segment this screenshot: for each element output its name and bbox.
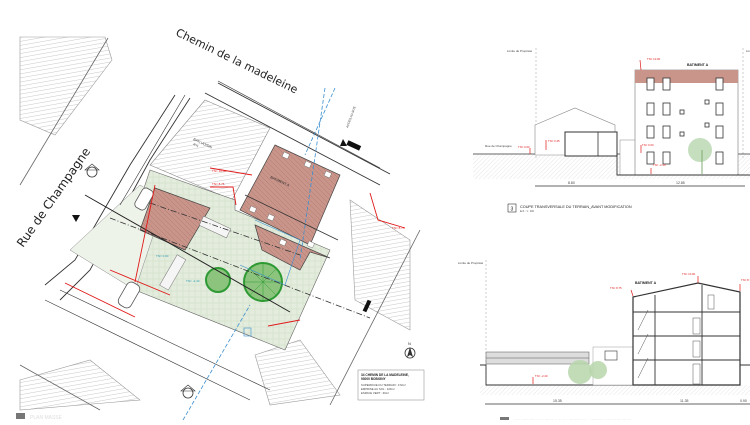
svg-text:3: 3: [511, 207, 514, 213]
section-before: Limite de Propriété Limite de Propriété …: [450, 0, 750, 230]
level-label: TN= 8.75: [610, 286, 622, 290]
direction-arrow-icon: [72, 215, 80, 222]
level-label: TN= 8.75: [212, 182, 225, 186]
dimension-label: 15.35: [553, 399, 562, 403]
arrow-icon: [340, 139, 347, 146]
street-label: Rue de Champagne: [485, 144, 512, 148]
level-label: TN= -2.40: [653, 163, 666, 167]
neighbor-sub: R+1: [193, 142, 200, 148]
section-marker-icon: [84, 163, 100, 178]
site-plan-drawing: TN= 10.00 TN= 8.75 TN= 8.75 TN= 0.00 TN=…: [14, 26, 425, 421]
level-label: TN= 0.00: [642, 143, 654, 147]
svg-text:34 CHEMIN DE LA MADELEINE,: 34 CHEMIN DE LA MADELEINE,: [361, 373, 409, 377]
building-a-section: [632, 282, 741, 386]
svg-text:N: N: [408, 341, 411, 346]
dimension-label: 12.85: [676, 181, 685, 185]
level-label: TN= 0.00: [518, 145, 530, 149]
entrance-label: ACCES AU SITE: [345, 106, 357, 129]
building-a-roof-annex: [254, 224, 331, 271]
dimension-label: 0.90: [740, 399, 747, 403]
building-label: BATIMENT A: [635, 281, 657, 285]
level-label: TN= 10.00: [212, 169, 226, 173]
caption-scale: Ech : 1 : 200: [520, 210, 535, 213]
level-label: TN= 8.75: [392, 226, 405, 230]
tree-icon: [688, 138, 712, 162]
caption-number-box: [16, 413, 25, 419]
caption-number-box: [507, 203, 517, 213]
site-plan: TN= 10.00 TN= 8.75 TN= 8.75 TN= 0.00 TN=…: [14, 26, 425, 421]
section-before-drawing: Limite de Propriété Limite de Propriété …: [473, 48, 750, 213]
neighbor-building-bottomright: [349, 199, 411, 331]
caption: COUPE TRANSVERSALE DU TERRAIN_AVANT MODI…: [520, 205, 632, 209]
building-b-roof: [139, 187, 211, 251]
tree-icon: [568, 360, 592, 384]
entrance-marker: [346, 140, 362, 151]
level-label: TN= 0.45: [548, 139, 560, 143]
level-label: TN= -2.40: [535, 374, 548, 378]
tree-icon: [589, 361, 607, 379]
level-label: TN= 10.00: [682, 272, 696, 276]
level-label: TN= 0.00: [156, 254, 169, 258]
north-arrow-icon: N: [404, 341, 416, 359]
limit-label: Limite de Propriété: [746, 49, 750, 53]
street-label-champagne: Rue de Champagne: [14, 145, 93, 250]
dimension-label: 8.80: [568, 181, 575, 185]
section-marker-icon: [180, 384, 196, 399]
svg-text:SUPERFICIE DU TERRAIN : 472m²: SUPERFICIE DU TERRAIN : 472m²: [361, 383, 406, 387]
level-label: TN= 8.75: [741, 278, 750, 282]
car-icon: [117, 281, 141, 309]
dimension-label: 11.35: [680, 399, 689, 403]
info-box: 34 CHEMIN DE LA MADELEINE, 93000 BOBIGNY…: [357, 369, 425, 401]
neighbor-building-bottom: [19, 359, 141, 411]
level-label: TN= 10.00: [647, 57, 661, 61]
svg-text:ESPACE VERT : 30m²: ESPACE VERT : 30m²: [361, 391, 389, 395]
tree-icon: [205, 267, 231, 293]
svg-text:93000 BOBIGNY: 93000 BOBIGNY: [361, 377, 386, 381]
svg-text:EMPRISE AU SOL : 120m²: EMPRISE AU SOL : 120m²: [361, 387, 395, 391]
level-label: TN= -2.40: [186, 279, 200, 283]
limit-label: Limite de Propriété: [507, 49, 533, 53]
neighbor-building-bottommid: [254, 339, 341, 406]
neighbor-building-topleft: [19, 36, 113, 136]
building-a-roof: [635, 70, 738, 83]
street-label-chemin: Chemin de la madeleine: [174, 26, 300, 97]
limit-label: Limite de Propriété: [458, 261, 484, 265]
section-after-drawing: Limite de Propriété TN= 8.75 TN= 10.00 T…: [458, 260, 750, 423]
fence: [485, 351, 590, 365]
section-after: Limite de Propriété TN= 8.75 TN= 10.00 T…: [450, 240, 750, 423]
caption: PLAN MASSE: [30, 415, 63, 420]
building-label: BATIMENT A: [687, 63, 709, 67]
car-icon: [134, 187, 154, 211]
